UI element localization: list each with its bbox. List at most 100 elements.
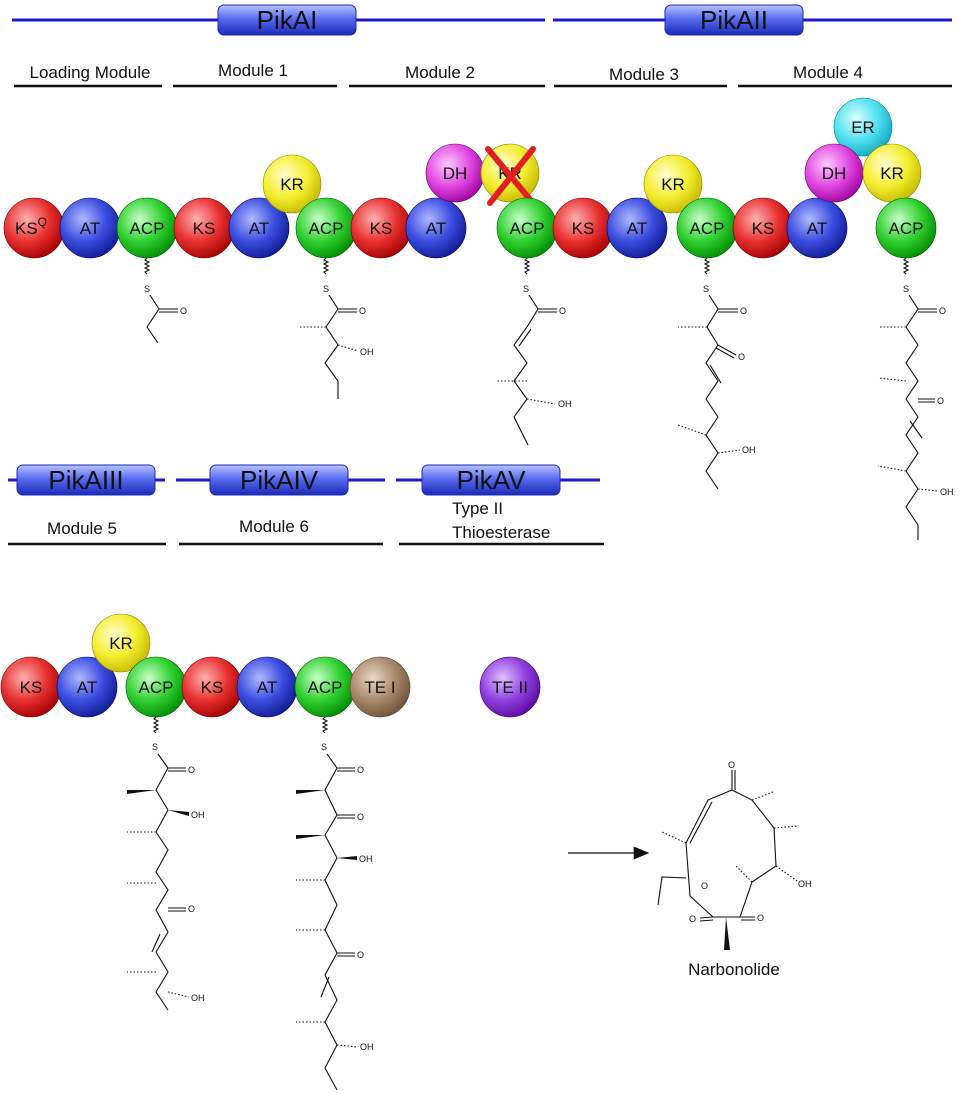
gene-pika1: PikAI — [12, 4, 545, 36]
intermediate-module-3: S O O OH — [677, 257, 756, 490]
module-4: Module 4 — [738, 63, 952, 88]
domain-acp-m4: ACP — [875, 197, 937, 259]
hydroxyl-group: OH — [742, 445, 756, 455]
module-label-4: Module 4 — [793, 63, 863, 82]
domain-kr-m2-inactive: KR — [480, 143, 540, 206]
intermediate-module-6: S O O OH O OH — [296, 716, 374, 1091]
domain-kr-m5: KR — [91, 613, 151, 673]
domain-ks-m3: KS — [552, 197, 614, 259]
domain-acp-loading: ACP — [116, 197, 178, 259]
domain-acp-m1: ACP — [295, 197, 357, 259]
domain-dh-m4-label: DH — [822, 164, 847, 183]
domain-ks-m5: KS — [0, 656, 62, 718]
intermediate-module-2: S O OH — [497, 257, 572, 446]
domain-kr-m4-label: KR — [880, 164, 904, 183]
gene-pika3: PikAIII — [8, 464, 165, 496]
hydroxyl-group: OH — [191, 810, 205, 820]
sulfur-atom: S — [703, 284, 709, 294]
gene-pika4: PikAIV — [176, 464, 385, 496]
module-1: Module 1 — [173, 61, 337, 88]
domain-dh-m4: DH — [804, 143, 864, 203]
domain-kr-m3: KR — [643, 154, 703, 214]
domain-ks-m6: KS — [181, 656, 243, 718]
oxygen-atom: O — [357, 812, 364, 822]
domain-at-m2-label: AT — [426, 219, 446, 238]
oxygen-atom: O — [359, 306, 366, 316]
domain-at-m5: AT — [56, 656, 118, 718]
domain-at-m2: AT — [405, 197, 467, 259]
domain-kr-m1: KR — [262, 154, 322, 214]
gene-label-pika5: PikAV — [457, 465, 527, 495]
oxygen-atom: O — [728, 760, 735, 770]
oxygen-atom: O — [757, 913, 764, 923]
module-label-3: Module 3 — [609, 65, 679, 84]
domain-er-m4: ER — [833, 97, 893, 157]
domain-kr-m1-label: KR — [280, 175, 304, 194]
domain-te1-label: TE I — [364, 678, 395, 697]
narbonolide-structure: O OH O O O Narbonolide — [657, 760, 812, 979]
domain-ks-m1: KS — [173, 197, 235, 259]
domain-acp-m5: ACP — [125, 656, 187, 718]
svg-text:KSQ: KSQ — [15, 215, 47, 238]
domain-acp-loading-label: ACP — [130, 219, 165, 238]
domain-acp-m4-label: ACP — [889, 219, 924, 238]
sulfur-atom: S — [152, 742, 158, 752]
domain-at-m1-label: AT — [249, 219, 269, 238]
domain-acp-m3-label: ACP — [690, 219, 725, 238]
module-label-1: Module 1 — [218, 61, 288, 80]
domain-kr-m3-label: KR — [661, 175, 685, 194]
oxygen-atom: O — [937, 396, 944, 406]
oxygen-atom: O — [188, 904, 195, 914]
domain-acp-m6-label: ACP — [308, 678, 343, 697]
sulfur-atom: S — [903, 284, 909, 294]
module-5: Module 5 — [8, 519, 166, 546]
domain-acp-m5-label: ACP — [139, 678, 174, 697]
module-2: Module 2 — [349, 63, 545, 88]
hydroxyl-group: OH — [798, 879, 812, 889]
hydroxyl-group: OH — [359, 854, 373, 864]
hydroxyl-group: OH — [360, 347, 374, 357]
oxygen-atom: O — [740, 306, 747, 316]
sulfur-atom: S — [321, 742, 327, 752]
domain-ks-m4: KS — [732, 197, 794, 259]
domain-kr-m5-label: KR — [109, 634, 133, 653]
oxygen-atom: O — [559, 306, 566, 316]
sulfur-atom: S — [523, 284, 529, 294]
domain-ksq-sup: Q — [38, 215, 47, 229]
gene-label-pika3: PikAIII — [48, 465, 123, 495]
domain-te2: TE II — [479, 656, 541, 718]
gene-pika2: PikAII — [553, 4, 952, 36]
module-label-6: Module 6 — [239, 517, 309, 536]
domain-dh-m2: DH — [425, 143, 485, 203]
domain-at-m3: AT — [606, 197, 668, 259]
module-label-2: Module 2 — [405, 63, 475, 82]
intermediate-module-1: S O OH — [298, 257, 374, 399]
oxygen-atom: O — [357, 950, 364, 960]
oxygen-atom: O — [738, 352, 745, 362]
domain-acp-m6: ACP — [294, 656, 356, 718]
hydroxyl-group: OH — [940, 487, 954, 497]
domain-acp-m2: ACP — [496, 197, 558, 259]
intermediate-loading: S O — [143, 257, 187, 344]
domain-acp-m3: ACP — [676, 197, 738, 259]
domain-row-1: KSQ AT ACP KS AT KR ACP KS — [3, 97, 937, 259]
module-loading: Loading Module — [14, 63, 162, 88]
domain-ks-m2: KS — [350, 197, 412, 259]
domain-at-m6-label: AT — [257, 678, 277, 697]
oxygen-atom: O — [357, 765, 364, 775]
gene-label-pika4: PikAIV — [240, 465, 319, 495]
domain-acp-m2-label: ACP — [510, 219, 545, 238]
domain-ks-m2-label: KS — [370, 219, 393, 238]
domain-at-m1: AT — [228, 197, 290, 259]
inactive-x-icon — [485, 146, 536, 206]
oxygen-atom: O — [689, 914, 696, 924]
intermediate-module-4: S O O OH — [877, 257, 954, 540]
domain-at-m3-label: AT — [627, 219, 647, 238]
module-6: Module 6 — [179, 517, 383, 546]
oxygen-atom: O — [180, 306, 187, 316]
domain-ks-m4-label: KS — [752, 219, 775, 238]
module-3: Module 3 — [554, 65, 727, 88]
domain-at-m6: AT — [236, 656, 298, 718]
domain-ksq: KSQ — [3, 197, 65, 259]
domain-ks-m5-label: KS — [20, 678, 43, 697]
